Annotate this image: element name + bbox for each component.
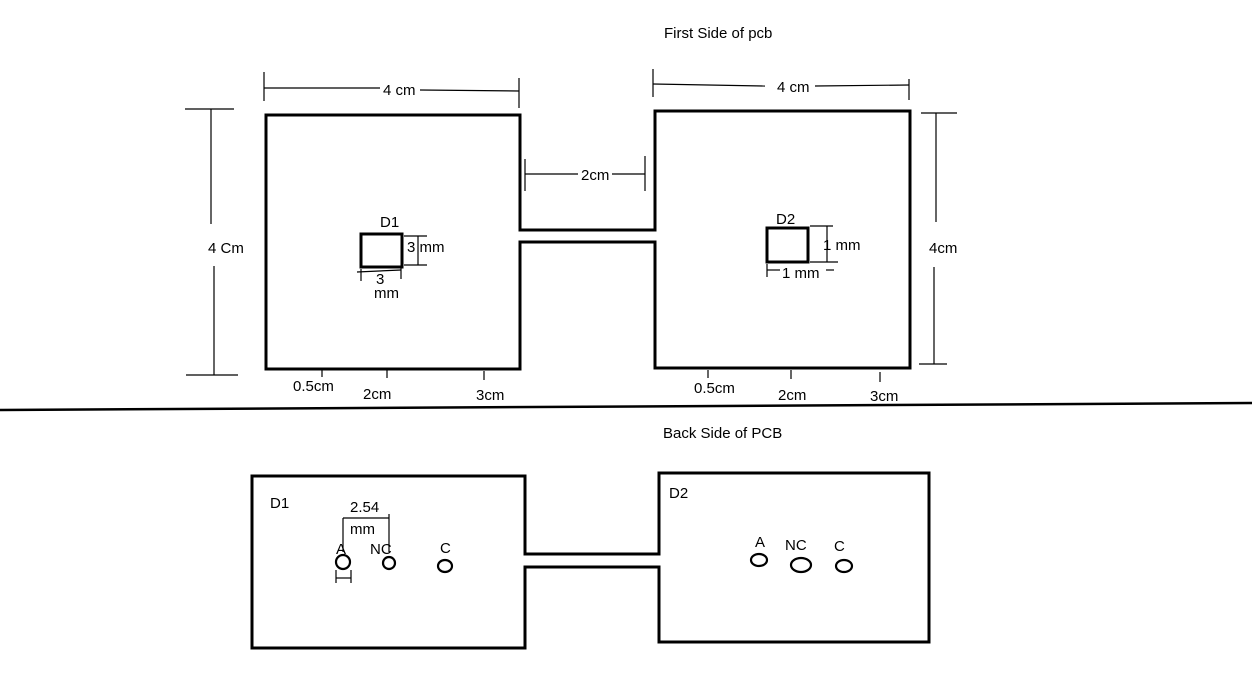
front-d1-width-label: 3 <box>376 271 384 288</box>
back-pitch-dimension <box>335 514 390 583</box>
back-d1-pad-c <box>436 558 454 574</box>
front-side-title: First Side of pcb <box>664 25 772 42</box>
front-bridge-dimension <box>524 156 646 191</box>
front-d2-footprint <box>765 226 810 264</box>
back-d2-pad-a <box>749 552 769 568</box>
front-left-width-label: 4 cm <box>383 82 416 99</box>
front-d2-label: D2 <box>776 211 795 228</box>
front-bridge-label: 2cm <box>581 167 609 184</box>
front-d1-dimension-lines <box>356 235 427 281</box>
front-d2-height-label: 1 mm <box>823 237 861 254</box>
front-left-bottom-ticks <box>321 370 485 380</box>
front-d1-label: D1 <box>380 214 399 231</box>
front-d1-height-label: 3 mm <box>407 239 445 256</box>
back-d1-pin-a-label: A <box>336 541 346 558</box>
front-right-width-label: 4 cm <box>777 79 810 96</box>
back-d1-pad-a <box>334 553 352 571</box>
front-right-mark-1: 0.5cm <box>694 380 735 397</box>
back-d2-pin-c-label: C <box>834 538 845 555</box>
back-d2-pin-nc-label: NC <box>785 537 807 554</box>
front-right-width-dimension <box>652 69 910 100</box>
back-d2-pin-a-label: A <box>755 534 765 551</box>
front-right-height-dimension <box>919 112 957 365</box>
back-d2-pad-nc <box>789 556 813 574</box>
front-right-height-label: 4cm <box>929 240 957 257</box>
front-d2-dimension-lines <box>766 225 838 277</box>
front-left-mark-2: 2cm <box>363 386 391 403</box>
back-d2-label: D2 <box>669 485 688 502</box>
front-d2-width-label: 1 mm <box>782 265 820 282</box>
section-divider <box>0 401 1253 412</box>
back-pitch-unit: mm <box>350 521 375 538</box>
back-board-outline <box>250 471 931 650</box>
back-d1-label: D1 <box>270 495 289 512</box>
front-left-mark-1: 0.5cm <box>293 378 334 395</box>
front-left-height-dimension <box>185 108 238 376</box>
front-right-bottom-ticks <box>707 370 881 382</box>
back-d1-pad-nc <box>381 555 397 571</box>
back-side-title: Back Side of PCB <box>663 425 782 442</box>
back-pitch-label: 2.54 <box>350 499 379 516</box>
back-d1-pin-nc-label: NC <box>370 541 392 558</box>
front-d1-width-unit: mm <box>374 285 399 302</box>
front-left-height-label: 4 Cm <box>208 240 244 257</box>
back-d1-pin-c-label: C <box>440 540 451 557</box>
front-left-width-dimension <box>263 72 520 108</box>
back-d2-pad-c <box>834 558 854 574</box>
front-d1-footprint <box>359 232 404 269</box>
front-right-mark-3: 3cm <box>870 388 898 405</box>
front-left-mark-3: 3cm <box>476 387 504 404</box>
front-right-mark-2: 2cm <box>778 387 806 404</box>
front-board-outline <box>264 109 912 371</box>
